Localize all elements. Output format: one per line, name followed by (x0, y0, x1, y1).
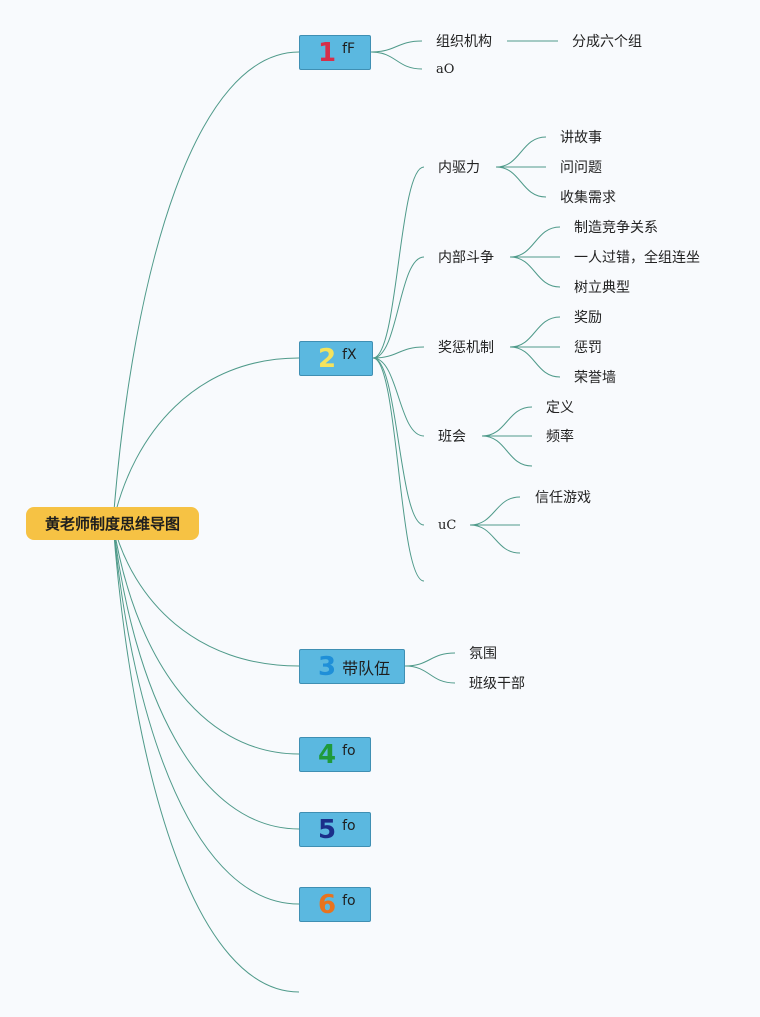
edge-motivation-2 (495, 166, 547, 198)
branch-label: fX (342, 346, 357, 363)
edge-motivation-0 (495, 136, 547, 168)
subtopic-collect-needs[interactable]: 收集需求 (560, 190, 616, 206)
branch-number-2: 2 (318, 343, 337, 374)
topic-organization[interactable]: 组织机构 (436, 34, 492, 50)
branch-number-5: 5 (318, 814, 337, 845)
edge-root-branch-4 (112, 522, 300, 755)
edge-b2-uc (372, 357, 425, 526)
edge-root-branch-5 (112, 522, 300, 830)
topic-uc[interactable]: uC (438, 518, 457, 533)
branch-2[interactable]: 2 fX (299, 341, 373, 376)
edge-b2-empty (372, 357, 425, 582)
edge-meeting-2 (481, 435, 533, 467)
subtopic-reward[interactable]: 奖励 (574, 310, 602, 326)
topic-class-meeting[interactable]: 班会 (438, 429, 466, 445)
topic-reward-punishment[interactable]: 奖惩机制 (438, 340, 494, 356)
edge-competition-2 (509, 256, 561, 288)
branch-1[interactable]: 1 fF (299, 35, 371, 70)
branch-label: fF (342, 40, 356, 57)
subtopic-role-model[interactable]: 树立典型 (574, 280, 630, 296)
branch-number-4: 4 (318, 739, 337, 770)
subtopic-honor-wall[interactable]: 荣誉墙 (574, 370, 616, 386)
subtopic-definition[interactable]: 定义 (546, 400, 574, 416)
subtopic-frequency[interactable]: 频率 (546, 429, 574, 445)
subtopic-punishment[interactable]: 惩罚 (574, 340, 602, 356)
edge-root-branch-6 (112, 522, 300, 905)
topic-motivation[interactable]: 内驱力 (438, 160, 480, 176)
subtopic-create-competition[interactable]: 制造竞争关系 (574, 220, 658, 236)
topic-ao[interactable]: aO (436, 62, 455, 77)
edge-root-branch-1 (112, 51, 300, 524)
topic-class-cadres[interactable]: 班级干部 (469, 676, 525, 692)
edge-b2-meeting (372, 357, 425, 437)
branch-label: fo (342, 742, 356, 759)
edge-b2-motivation (372, 166, 425, 359)
branch-number-6: 6 (318, 889, 337, 920)
edge-uc-0 (469, 496, 521, 526)
topic-atmosphere[interactable]: 氛围 (469, 646, 497, 662)
edge-uc-2 (469, 524, 521, 554)
edge-b1-organization (370, 40, 423, 53)
edge-root-tail (112, 522, 300, 993)
edge-meeting-0 (481, 406, 533, 437)
subtopic-six-groups[interactable]: 分成六个组 (572, 34, 642, 50)
branch-number-3: 3 (318, 651, 337, 682)
subtopic-ask-questions[interactable]: 问问题 (560, 160, 602, 176)
branch-label: fo (342, 892, 356, 909)
branch-label: fo (342, 817, 356, 834)
branch-3[interactable]: 3 带队伍 (299, 649, 405, 684)
edge-root-branch-2 (112, 357, 300, 524)
edge-root-branch-3 (112, 522, 300, 667)
root-label: 黄老师制度思维导图 (44, 515, 180, 533)
edge-reward-2 (509, 346, 561, 378)
edge-competition-0 (509, 226, 561, 258)
subtopic-group-liability[interactable]: 一人过错，全组连坐 (574, 250, 700, 266)
branch-6[interactable]: 6 fo (299, 887, 371, 922)
root-node[interactable]: 黄老师制度思维导图 (26, 507, 199, 540)
subtopic-trust-game[interactable]: 信任游戏 (535, 490, 591, 506)
edge-b3-atmosphere (404, 652, 456, 667)
edge-b3-cadres (404, 665, 456, 684)
edge-b1-ao (370, 51, 423, 70)
topic-internal-competition[interactable]: 内部斗争 (438, 250, 494, 266)
branch-4[interactable]: 4 fo (299, 737, 371, 772)
branch-number-1: 1 (318, 37, 337, 68)
edge-reward-0 (509, 316, 561, 348)
branch-5[interactable]: 5 fo (299, 812, 371, 847)
edge-b2-reward (372, 346, 425, 359)
subtopic-storytelling[interactable]: 讲故事 (560, 130, 602, 146)
edge-b2-competition (372, 256, 425, 359)
branch-label: 带队伍 (342, 658, 391, 678)
